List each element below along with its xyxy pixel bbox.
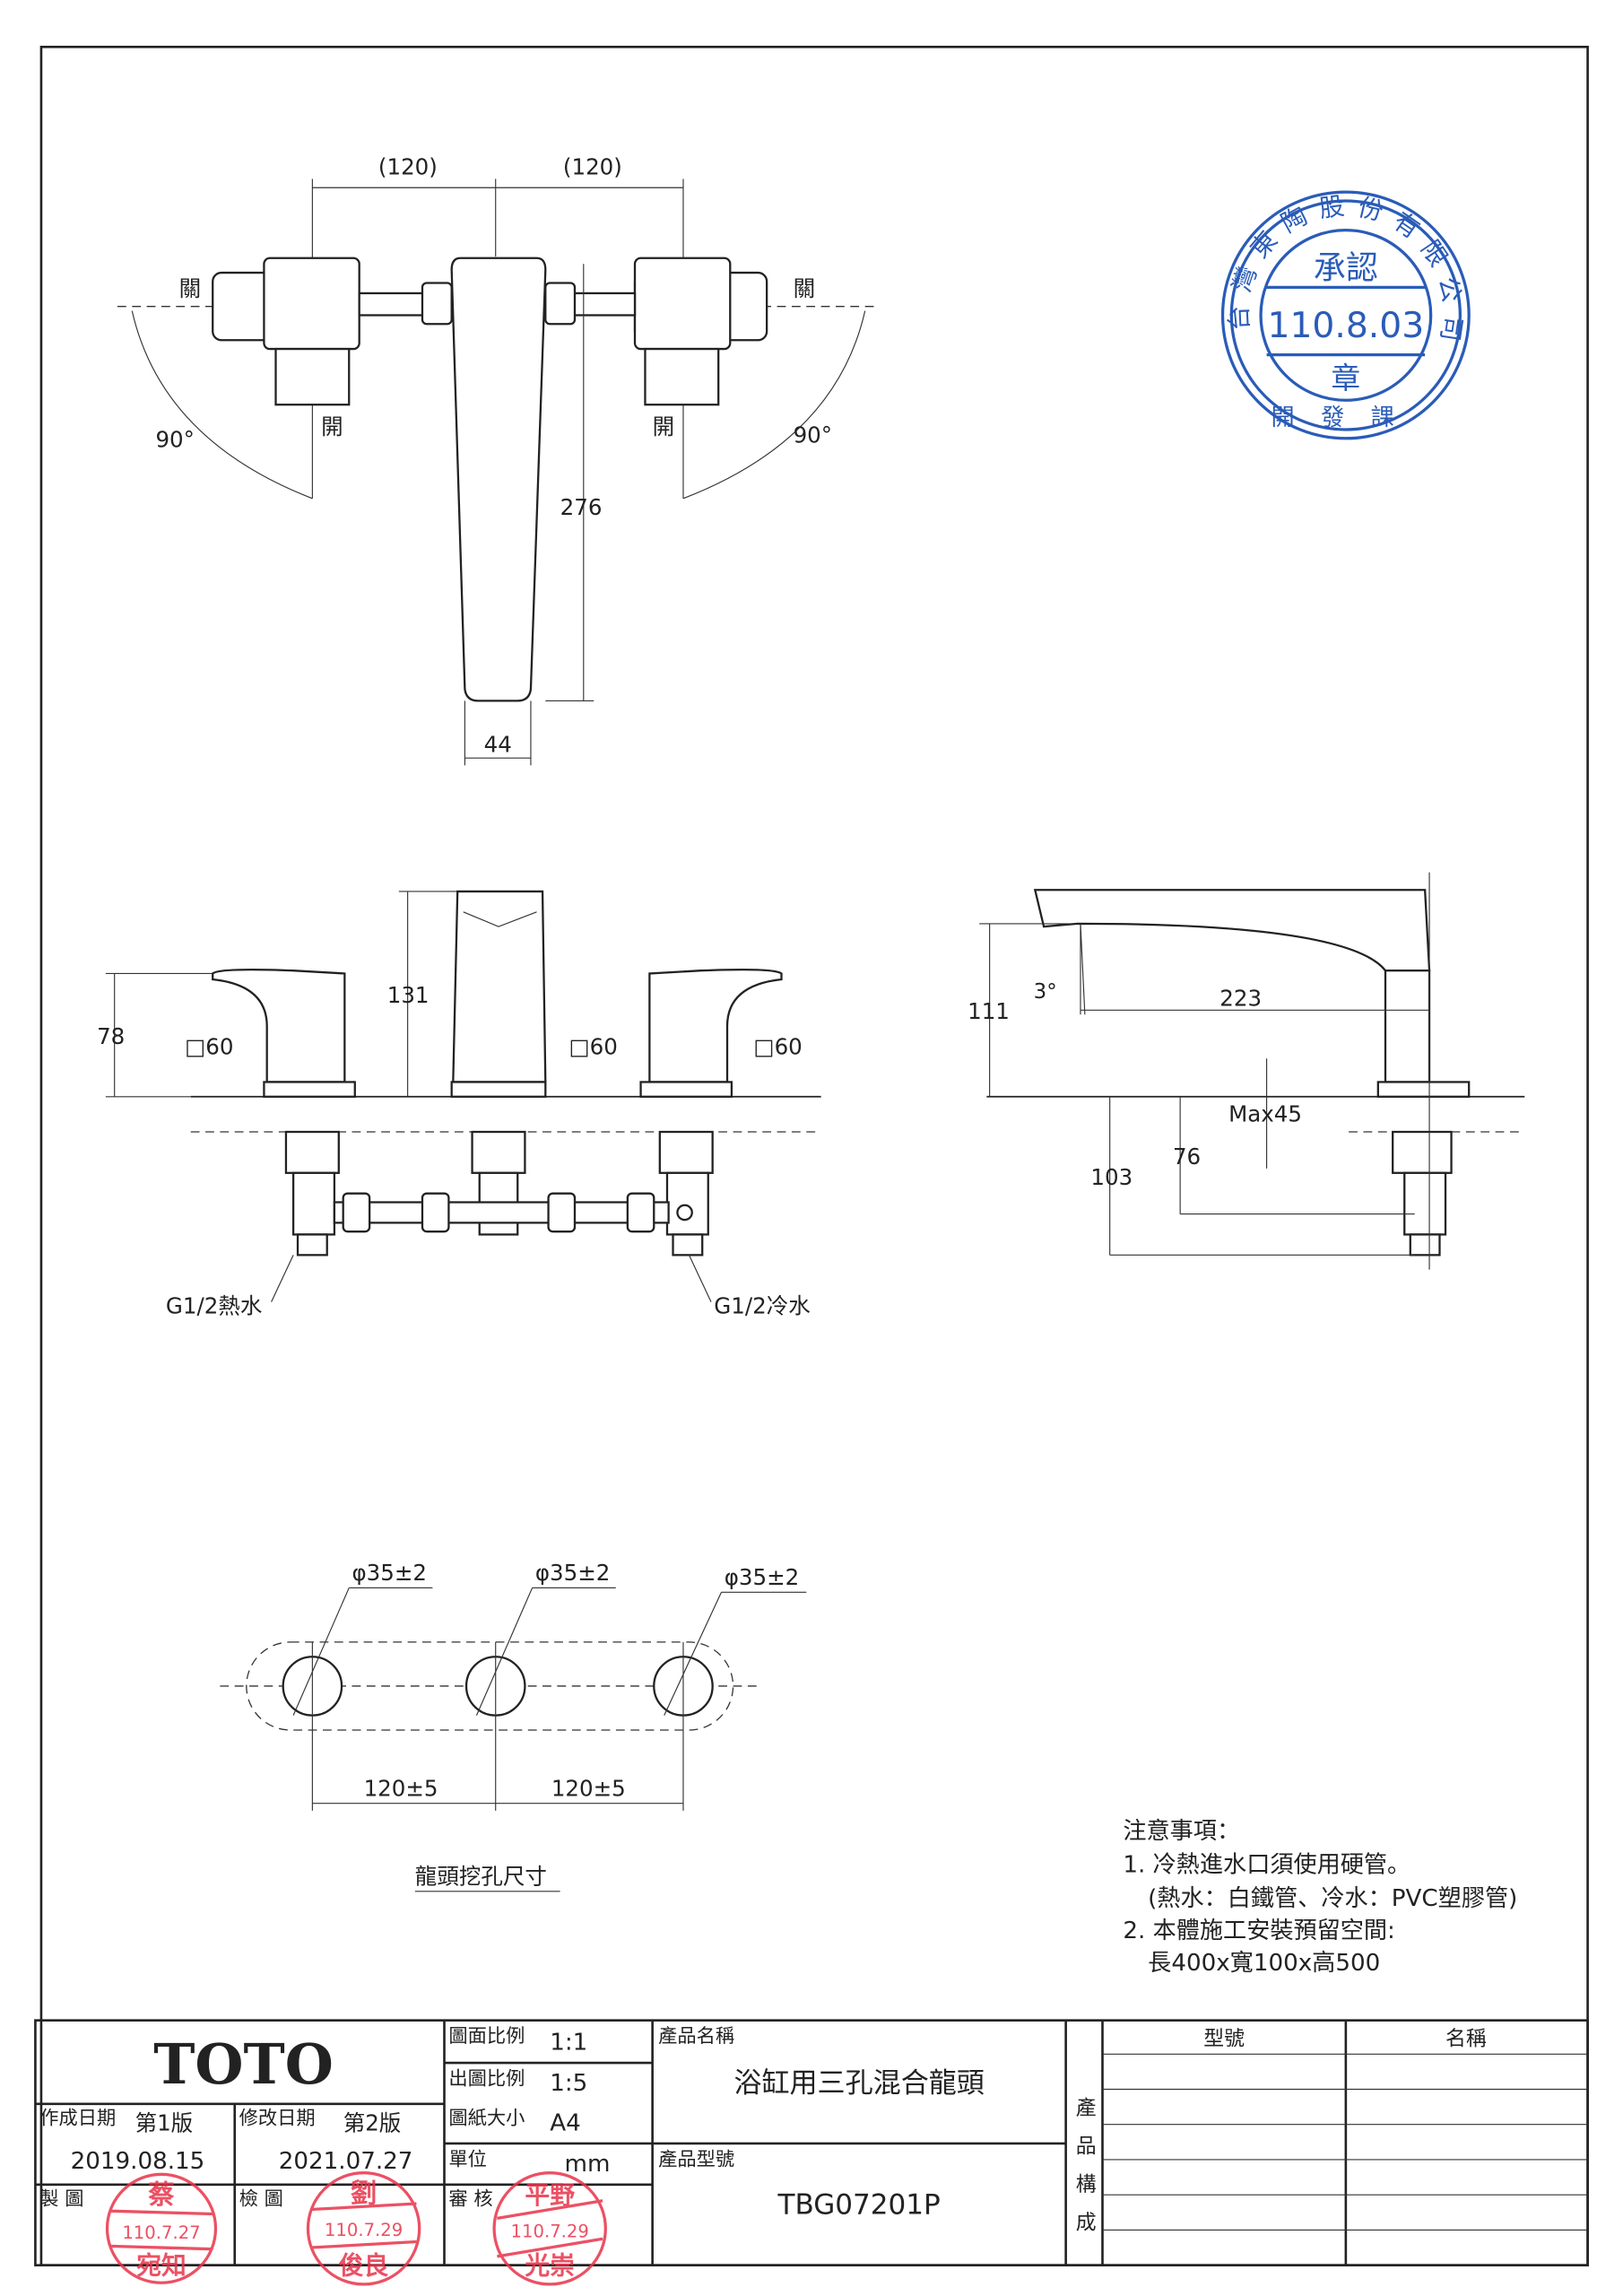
stamp-approved-bottom: 光崇 (524, 2250, 575, 2280)
dim-side-height: 111 (968, 998, 1010, 1024)
hole-dia-left: φ35±2 (352, 1560, 428, 1586)
drawn-label: 製 圖 (39, 2188, 83, 2211)
stamp-checked-top: 劉 (351, 2178, 377, 2208)
label-open-right: 開 (653, 413, 675, 439)
stamp-approved-date: 110.7.29 (511, 2222, 589, 2242)
base-size-left: □60 (185, 1033, 233, 1059)
dim-top-left: (120) (378, 154, 438, 180)
hole-template-title: 龍頭挖孔尺寸 (415, 1864, 547, 1890)
column-model: 型號 (1203, 2027, 1245, 2050)
dim-depth-103: 103 (1090, 1164, 1133, 1190)
notes: 注意事項： 1. 冷熱進水口須使用硬管。 (熱水：白鐵管、冷水：PVC塑膠管) … (1123, 1818, 1517, 1977)
dim-side-reach: 223 (1219, 985, 1262, 1011)
dim-spout-length: 276 (560, 494, 603, 520)
drawing-scale-label: 圖面比例 (448, 2025, 525, 2048)
dim-max-counter: Max45 (1228, 1101, 1302, 1127)
cold-inlet-label: G1/2冷水 (714, 1293, 810, 1319)
unit-label: 單位 (448, 2149, 487, 2171)
stamp-checked: 劉 110.7.29 俊良 (306, 2171, 421, 2286)
angle-left: 90° (155, 427, 194, 453)
created-version: 第1版 (135, 2109, 194, 2135)
created-date: 2019.08.15 (71, 2148, 205, 2175)
dim-spout-height: 131 (387, 982, 430, 1008)
stamp-bottom: 章 (1332, 361, 1361, 396)
hole-dia-right: φ35±2 (725, 1564, 800, 1590)
notes-heading: 注意事項： (1123, 1818, 1240, 1845)
note-line-4: 長400x寬100x高500 (1148, 1950, 1380, 1977)
stamp-checked-date: 110.7.29 (325, 2220, 403, 2240)
created-label: 作成日期 (39, 2108, 116, 2130)
base-size-right: □60 (753, 1033, 802, 1059)
stamp-drawn: 蔡 110.7.27 宛知 (105, 2172, 218, 2284)
revised-date: 2021.07.27 (279, 2148, 413, 2175)
dim-depth-76: 76 (1173, 1144, 1201, 1170)
product-name-label: 產品名稱 (658, 2025, 734, 2048)
unit: mm (565, 2151, 611, 2178)
approval-stamp: 台灣東陶股份有限公司 承認 110.8.03 章 開發課 (1220, 190, 1471, 440)
label-close-right: 關 (794, 275, 816, 301)
dim-top-right: (120) (563, 154, 622, 180)
approved-label: 審 核 (448, 2188, 492, 2211)
label-open-left: 開 (321, 413, 343, 439)
hole-template: φ35±2 φ35±2 φ35±2 120±5 120±5 龍頭挖孔尺寸 (220, 1560, 807, 1892)
note-line-3: 2. 本體施工安裝預留空間: (1123, 1918, 1394, 1944)
title-block: TOTO 作成日期 第1版 2019.08.15 修改日期 第2版 2021.0… (34, 2019, 1589, 2286)
checked-label: 檢 圖 (239, 2188, 283, 2211)
drawing-scale: 1:1 (550, 2029, 587, 2056)
revised-label: 修改日期 (239, 2108, 316, 2130)
paper-size: A4 (550, 2109, 581, 2136)
side-view: 111 3° 223 Max45 76 103 (968, 872, 1525, 1270)
product-model-label: 產品型號 (658, 2149, 734, 2171)
output-scale-label: 出圖比例 (448, 2068, 525, 2091)
stamp-dept: 開發課 (1271, 404, 1421, 431)
product-name: 浴缸用三孔混合龍頭 (733, 2067, 984, 2100)
hole-dia-center: φ35±2 (535, 1560, 611, 1586)
output-scale: 1:5 (550, 2070, 587, 2097)
dim-side-angle: 3° (1034, 980, 1057, 1004)
stamp-top: 承認 (1314, 250, 1378, 287)
composition-label: 產品構成 (1072, 2097, 1096, 2249)
hole-spacing-right: 120±5 (551, 1776, 626, 1802)
hole-spacing-left: 120±5 (364, 1776, 438, 1802)
angle-right: 90° (794, 422, 832, 448)
paper-size-label: 圖紙大小 (448, 2108, 525, 2130)
base-size-center: □60 (568, 1033, 617, 1059)
note-line-1: 1. 冷熱進水口須使用硬管。 (1123, 1852, 1410, 1879)
dim-handle-height: 78 (97, 1023, 125, 1049)
top-view: (120) (120) 關 關 開 開 90° 90° 276 44 (117, 154, 881, 766)
stamp-date: 110.8.03 (1268, 306, 1425, 346)
label-close-left: 關 (179, 275, 202, 301)
stamp-drawn-bottom: 宛知 (136, 2250, 187, 2280)
stamp-checked-bottom: 俊良 (339, 2250, 389, 2280)
brand-logo: TOTO (153, 2031, 334, 2097)
front-view: 78 131 □60 □60 □60 G1/2熱水 G1/2冷水 (97, 890, 821, 1319)
hot-inlet-label: G1/2熱水 (166, 1293, 262, 1319)
product-model: TBG07201P (777, 2188, 940, 2221)
column-name: 名稱 (1445, 2027, 1487, 2050)
stamp-approved: 平野 110.7.29 光崇 (492, 2171, 607, 2286)
dim-spout-width: 44 (484, 732, 512, 758)
note-line-2: (熱水：白鐵管、冷水：PVC塑膠管) (1148, 1885, 1517, 1912)
revised-version: 第2版 (343, 2109, 402, 2135)
stamp-drawn-date: 110.7.27 (122, 2222, 200, 2243)
stamp-approved-top: 平野 (525, 2180, 575, 2210)
stamp-drawn-top: 蔡 (148, 2179, 174, 2210)
